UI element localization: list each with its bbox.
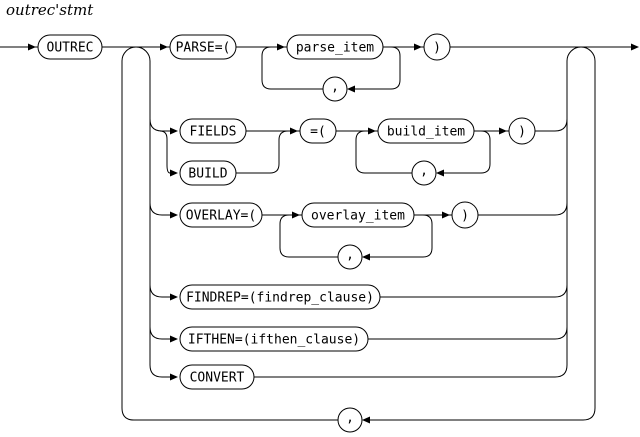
node-overlay-close: ) — [451, 201, 479, 229]
arrow-right-icon — [170, 211, 178, 219]
findrep-exit-rail — [380, 284, 568, 298]
node-build-item: build_item — [377, 118, 475, 144]
node-build-comma: , — [411, 160, 437, 186]
node-fields: FIELDS — [179, 118, 247, 144]
node-parse-close: ) — [423, 33, 451, 61]
node-parse-comma-shape — [322, 76, 348, 102]
node-build-close-label: ) — [518, 125, 526, 140]
repeat-loop-left-rail — [121, 46, 151, 421]
branch-arcs-rail — [149, 118, 171, 378]
node-build-label: BUILD — [188, 167, 227, 182]
node-build-item-shape — [377, 118, 475, 144]
arrow-left-icon — [362, 253, 370, 261]
arrow-right-icon — [292, 211, 300, 219]
node-parse-item-label: parse_item — [296, 41, 374, 56]
repeat-loop-right-rail — [134, 46, 596, 421]
node-eq-open: =( — [299, 118, 337, 144]
node-convert: CONVERT — [179, 364, 255, 390]
node-ifthen-shape — [179, 326, 369, 352]
arrow-right-icon — [170, 127, 178, 135]
node-overlay-item-shape — [301, 202, 415, 228]
node-outrec-label: OUTREC — [47, 41, 94, 56]
node-ifthen-label: IFTHEN=(ifthen_clause) — [188, 333, 360, 348]
node-parse-item: parse_item — [286, 34, 384, 60]
node-overlay-comma-label: , — [346, 248, 354, 263]
build-loop-rail — [355, 130, 491, 174]
node-build-shape — [179, 160, 237, 186]
arrow-right-icon — [170, 169, 178, 177]
arrow-right-icon — [277, 43, 285, 51]
arrow-right-icon — [28, 43, 36, 51]
node-parse-close-label: ) — [433, 41, 441, 56]
convert-exit-rail — [254, 364, 568, 378]
parse-loop-rail — [261, 46, 401, 90]
node-build-close: ) — [508, 117, 536, 145]
arrow-right-icon — [414, 43, 422, 51]
node-eq-open-shape — [299, 118, 337, 144]
arrow-right-icon — [631, 43, 639, 51]
arrow-right-icon — [170, 373, 178, 381]
node-overlay-item: overlay_item — [301, 202, 415, 228]
node-parse-open: PARSE=( — [169, 34, 237, 60]
arrow-right-icon — [170, 293, 178, 301]
node-parse-item-shape — [286, 34, 384, 60]
node-convert-shape — [179, 364, 255, 390]
node-fields-label: FIELDS — [190, 125, 237, 140]
node-repeat-comma-shape — [337, 407, 363, 433]
node-overlay-comma: , — [337, 244, 363, 270]
node-findrep-shape — [179, 284, 381, 310]
ifthen-exit-rail — [368, 326, 568, 340]
arrow-right-icon — [170, 335, 178, 343]
arrow-right-icon — [160, 43, 168, 51]
arrow-right-icon — [442, 211, 450, 219]
node-parse-comma-label: , — [331, 80, 339, 95]
node-eq-open-label: =( — [310, 125, 326, 140]
node-overlay-open-shape — [179, 202, 263, 228]
diagram-title: outrec'stmt — [6, 1, 94, 19]
node-overlay-item-label: overlay_item — [311, 209, 405, 224]
node-repeat-comma-label: , — [346, 411, 354, 426]
node-parse-comma: , — [322, 76, 348, 102]
arrowheads — [28, 43, 639, 424]
arrow-left-icon — [362, 416, 370, 424]
overlay-rail — [262, 202, 568, 258]
node-parse-open-label: PARSE=( — [176, 41, 231, 56]
node-build: BUILD — [179, 160, 237, 186]
fields-build-rail — [236, 118, 568, 174]
arrow-right-icon — [368, 127, 376, 135]
node-overlay-open: OVERLAY=( — [179, 202, 263, 228]
node-parse-close-shape — [423, 33, 451, 61]
node-build-close-shape — [508, 117, 536, 145]
arrow-left-icon — [347, 85, 355, 93]
node-overlay-comma-shape — [337, 244, 363, 270]
node-outrec: OUTREC — [37, 34, 103, 60]
node-build-item-label: build_item — [387, 125, 465, 140]
node-findrep-label: FINDREP=(findrep_clause) — [186, 291, 374, 306]
node-outrec-shape — [37, 34, 103, 60]
node-repeat-comma: , — [337, 407, 363, 433]
node-overlay-close-label: ) — [461, 209, 469, 224]
node-build-comma-shape — [411, 160, 437, 186]
arrow-right-icon — [499, 127, 507, 135]
node-overlay-open-label: OVERLAY=( — [186, 209, 256, 224]
arrow-right-icon — [290, 127, 298, 135]
arrow-left-icon — [436, 169, 444, 177]
node-fields-shape — [179, 118, 247, 144]
node-overlay-close-shape — [451, 201, 479, 229]
node-parse-open-shape — [169, 34, 237, 60]
node-convert-label: CONVERT — [190, 371, 245, 386]
node-build-comma-label: , — [420, 164, 428, 179]
node-findrep: FINDREP=(findrep_clause) — [179, 284, 381, 310]
node-ifthen: IFTHEN=(ifthen_clause) — [179, 326, 369, 352]
